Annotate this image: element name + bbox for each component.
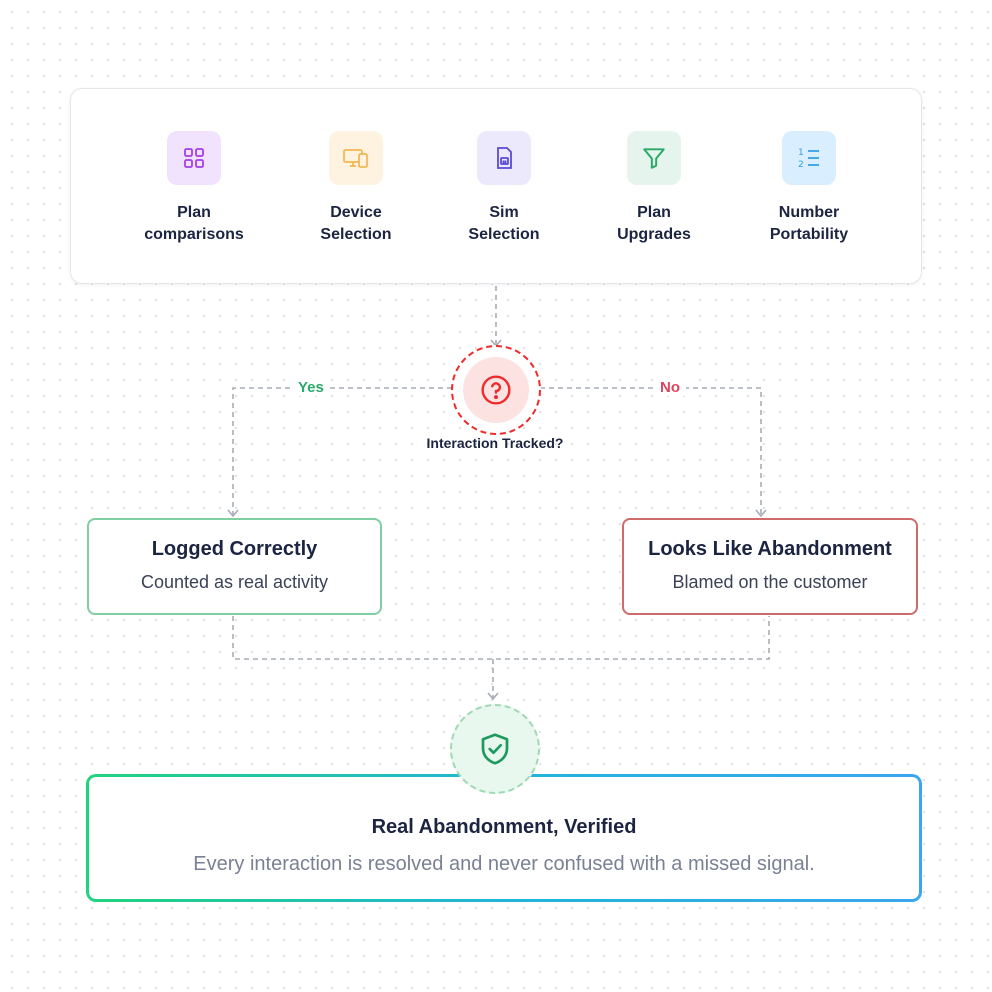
final-title: Real Abandonment, Verified [371, 816, 637, 838]
feature-label: Sim Selection [468, 204, 540, 243]
outcome-subtitle: Blamed on the customer [672, 572, 868, 592]
feature-label: Plan Upgrades [617, 204, 691, 243]
outcome-title: Looks Like Abandonment [648, 538, 892, 560]
connector-left-merge [232, 616, 770, 660]
filter-icon [627, 131, 681, 185]
question-icon [463, 357, 529, 423]
decision-label: Interaction Tracked? [426, 435, 564, 451]
feature-plan-upgrades: Plan Upgrades [579, 131, 729, 246]
entry-points-card: Plan comparisons Device Selection Sim Se… [70, 88, 922, 284]
feature-label: Number Portability [769, 204, 849, 243]
feature-label: Device Selection [320, 204, 392, 243]
connector-yes-branch [227, 387, 452, 518]
outcome-logged-correctly: Logged Correctly Counted as real activit… [87, 518, 382, 615]
shield-check-icon [450, 704, 540, 794]
sim-card-icon [477, 131, 531, 185]
final-subtitle: Every interaction is resolved and never … [193, 853, 815, 875]
feature-sim-selection: Sim Selection [429, 131, 579, 246]
svg-text:2: 2 [798, 160, 804, 170]
feature-number-portability: 1 2 Number Portability [734, 131, 884, 246]
feature-label: Plan comparisons [144, 204, 244, 243]
branch-no-label: No [654, 379, 686, 396]
devices-icon [329, 131, 383, 185]
outcome-subtitle: Counted as real activity [140, 572, 329, 592]
grid-icon [167, 131, 221, 185]
numbered-list-icon: 1 2 [782, 131, 836, 185]
feature-device-selection: Device Selection [281, 131, 431, 246]
feature-plan-comparisons: Plan comparisons [119, 131, 269, 246]
decision-node [451, 345, 541, 435]
svg-text:1: 1 [798, 148, 804, 158]
outcome-title: Logged Correctly [151, 538, 318, 560]
connector-no-branch [540, 387, 767, 518]
final-result-box: Real Abandonment, Verified Every interac… [86, 774, 922, 902]
outcome-looks-like-abandonment: Looks Like Abandonment Blamed on the cus… [622, 518, 918, 615]
branch-yes-label: Yes [292, 379, 330, 396]
